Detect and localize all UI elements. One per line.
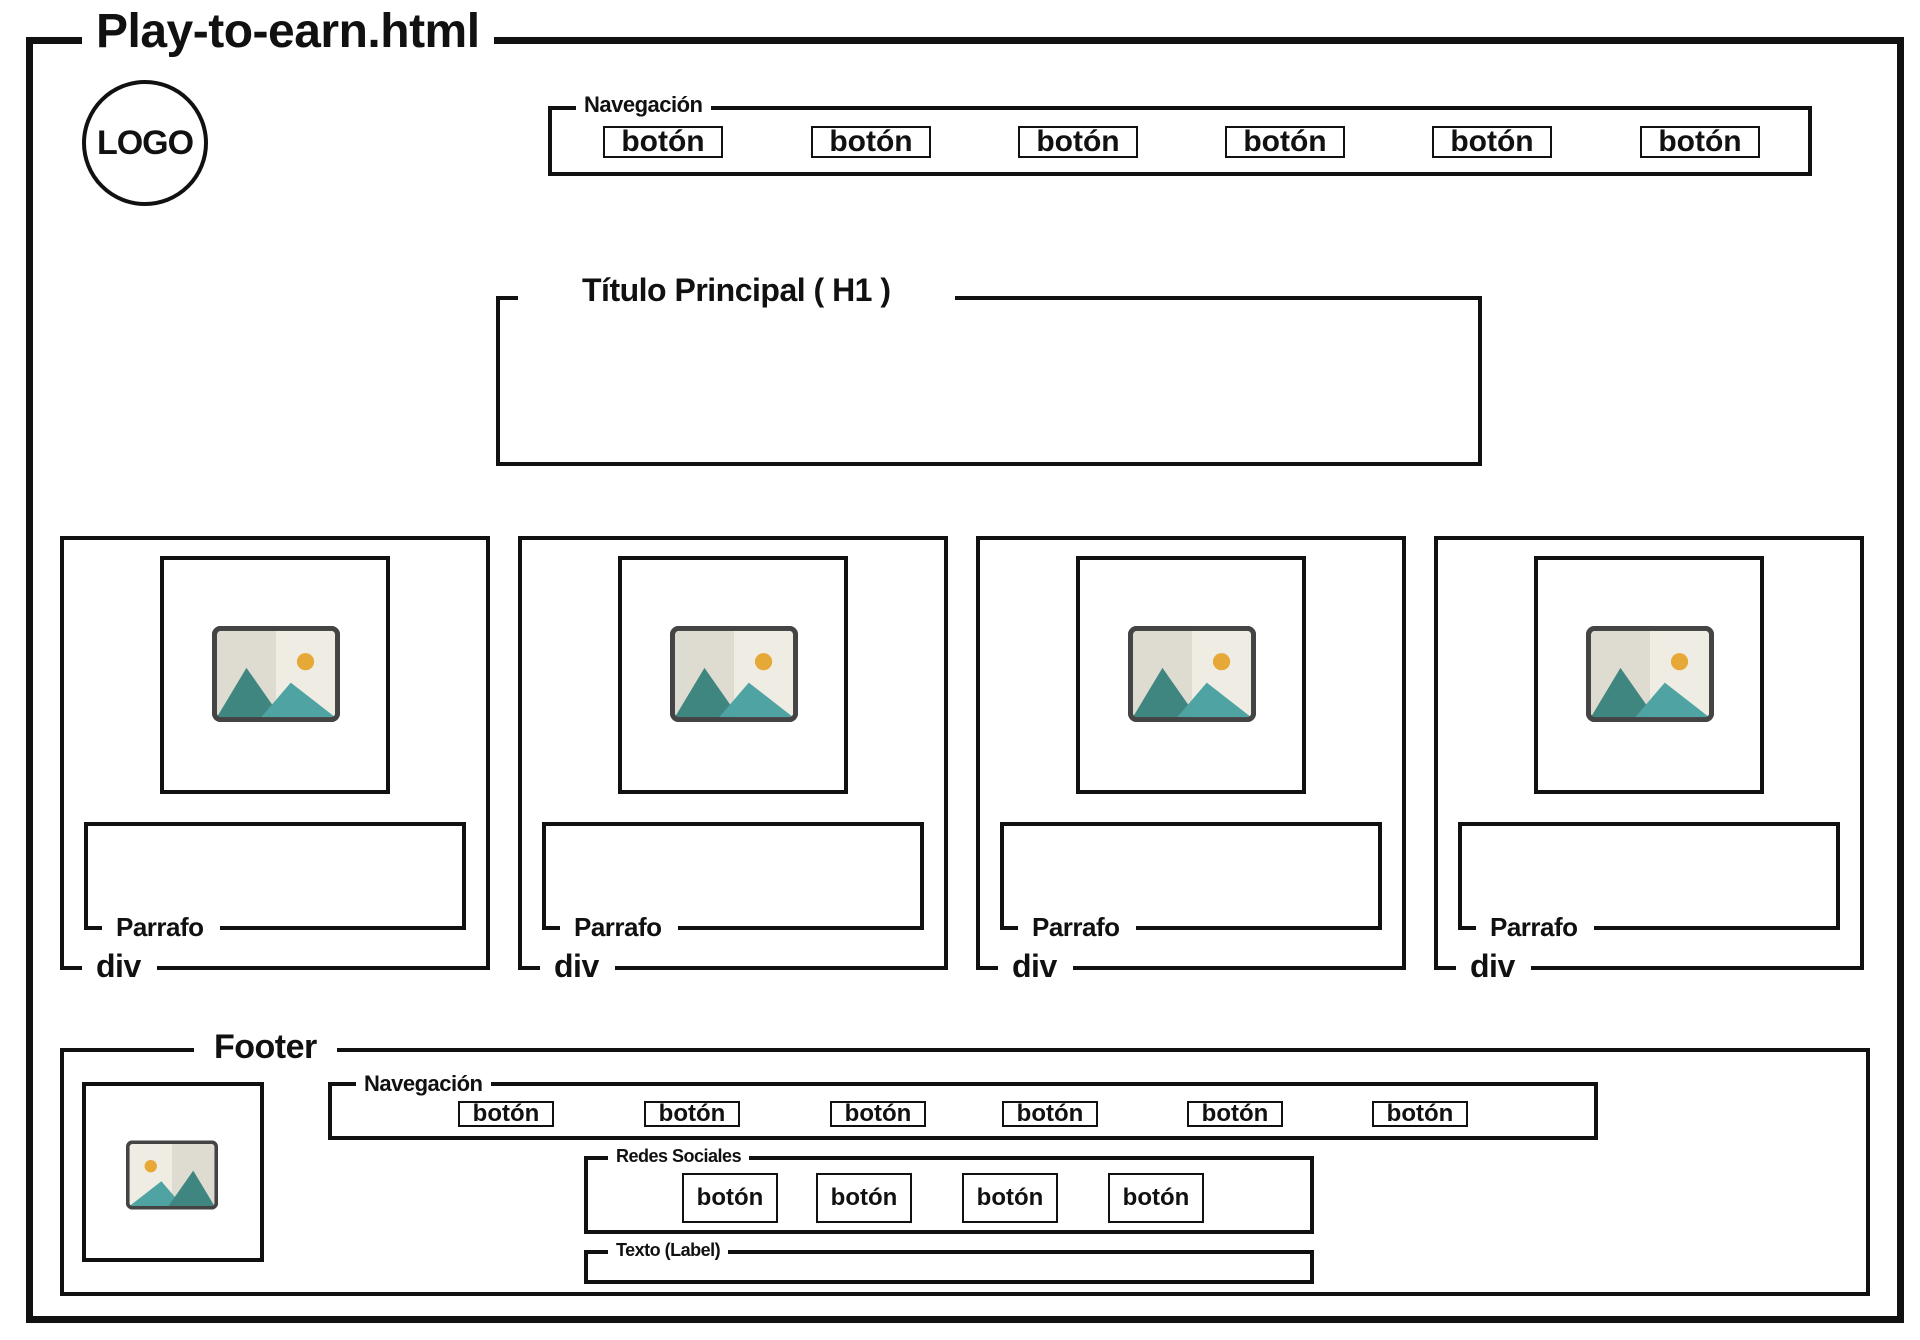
header-nav-button-1[interactable]: botón	[603, 125, 723, 158]
footer-nav-button-3[interactable]: botón	[830, 1100, 926, 1127]
social-links-label: Redes Sociales	[608, 1147, 750, 1165]
card-paragraph-label: Parrafo	[560, 914, 678, 940]
card-div-4	[1434, 536, 1864, 970]
card-paragraph-1	[84, 822, 466, 930]
footer-nav-button-4[interactable]: botón	[1002, 1100, 1098, 1127]
footer-text-label: Texto (Label)	[608, 1241, 729, 1259]
card-div-2	[518, 536, 948, 970]
logo: LOGO	[82, 80, 208, 206]
card-paragraph-3	[1000, 822, 1382, 930]
card-div-1	[60, 536, 490, 970]
card-paragraph-label: Parrafo	[1476, 914, 1594, 940]
footer-nav-button-1[interactable]: botón	[458, 1100, 554, 1127]
image-icon	[126, 1140, 218, 1210]
social-button-3[interactable]: botón	[962, 1173, 1058, 1223]
card-div-label: div	[1456, 950, 1531, 982]
card-paragraph-label: Parrafo	[102, 914, 220, 940]
image-icon	[1128, 626, 1256, 722]
footer-nav-label: Navegación	[356, 1073, 491, 1095]
header-nav	[548, 106, 1812, 176]
header-nav-button-2[interactable]: botón	[811, 125, 931, 158]
footer	[60, 1048, 1870, 1296]
page-frame	[26, 37, 1904, 1323]
card-div-label: div	[82, 950, 157, 982]
social-button-4[interactable]: botón	[1108, 1173, 1204, 1223]
header-nav-button-5[interactable]: botón	[1432, 125, 1552, 158]
card-paragraph-2	[542, 822, 924, 930]
footer-nav-button-2[interactable]: botón	[644, 1100, 740, 1127]
card-image-1	[160, 556, 390, 794]
image-icon	[670, 626, 798, 722]
page-title: Play-to-earn.html	[82, 8, 494, 56]
footer-label: Footer	[194, 1030, 337, 1064]
card-image-4	[1534, 556, 1764, 794]
image-icon	[1586, 626, 1714, 722]
card-image-3	[1076, 556, 1306, 794]
card-paragraph-label: Parrafo	[1018, 914, 1136, 940]
header-nav-button-4[interactable]: botón	[1225, 125, 1345, 158]
social-button-1[interactable]: botón	[682, 1173, 778, 1223]
card-paragraph-4	[1458, 822, 1840, 930]
footer-image	[82, 1082, 264, 1262]
card-div-3	[976, 536, 1406, 970]
card-div-label: div	[998, 950, 1073, 982]
hero-h1-box	[496, 296, 1482, 466]
social-links	[584, 1156, 1314, 1234]
footer-nav-button-5[interactable]: botón	[1187, 1100, 1283, 1127]
logo-text: LOGO	[96, 123, 194, 162]
header-nav-label: Navegación	[576, 94, 711, 116]
footer-nav-button-6[interactable]: botón	[1372, 1100, 1468, 1127]
card-image-2	[618, 556, 848, 794]
header-nav-button-6[interactable]: botón	[1640, 125, 1760, 158]
card-div-label: div	[540, 950, 615, 982]
social-button-2[interactable]: botón	[816, 1173, 912, 1223]
footer-nav	[328, 1082, 1598, 1140]
header-nav-button-3[interactable]: botón	[1018, 125, 1138, 158]
hero-h1-label: Título Principal ( H1 )	[518, 274, 955, 306]
image-icon	[212, 626, 340, 722]
footer-text-label-box	[584, 1250, 1314, 1284]
